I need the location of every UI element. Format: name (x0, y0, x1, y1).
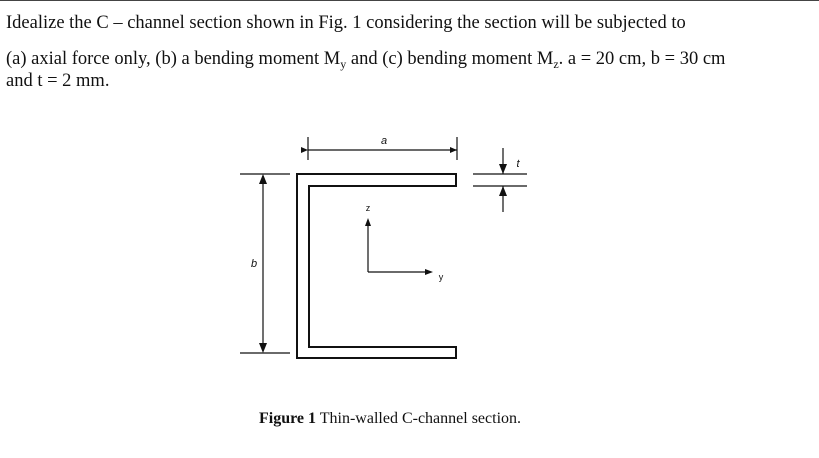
problem-line-2: (a) axial force only, (b) a bending mome… (6, 48, 725, 70)
figure-caption-text: Thin-walled C-channel section. (316, 410, 522, 427)
dim-a-label: a (381, 135, 387, 147)
problem-line-2-part2: and (c) bending moment M (346, 49, 554, 69)
axis-z-label: z (366, 203, 371, 213)
dim-t-label: t (516, 158, 520, 170)
dimension-t: t (473, 148, 527, 212)
problem-line-2-part3: . a = 20 cm, b = 30 cm (558, 49, 726, 69)
subscript-y: y (340, 57, 347, 71)
coordinate-axes: z y (365, 203, 444, 282)
dimension-b: b (240, 173, 290, 354)
dim-b-label: b (251, 258, 257, 270)
axis-y-label: y (439, 272, 444, 282)
problem-line-1: Idealize the C – channel section shown i… (6, 13, 686, 33)
top-rule (0, 0, 819, 1)
c-channel-outline (296, 173, 457, 359)
problem-line-3: and t = 2 mm. (6, 71, 110, 91)
figure-caption-label: Figure 1 (259, 410, 317, 427)
problem-line-2-part1: (a) axial force only, (b) a bending mome… (6, 49, 341, 69)
figure-caption: Figure 1 Thin-walled C-channel section. (259, 410, 521, 428)
dimension-a: a (301, 135, 458, 160)
subscript-z: z (553, 57, 559, 71)
